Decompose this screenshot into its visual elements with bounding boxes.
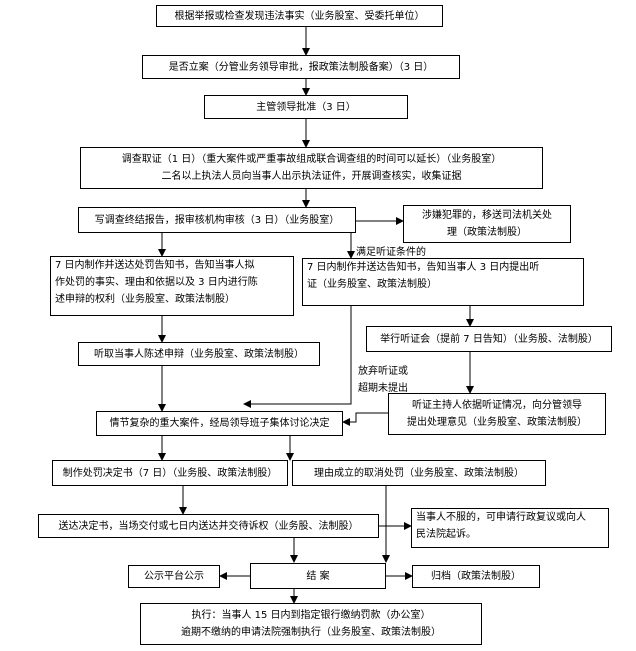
node-transfer-line2: 理（政策法制股）	[447, 227, 527, 238]
node-case-filing: 是否立案（分管业务领导审批，报政策法制股备案）（3 日）	[142, 55, 460, 79]
node-investigation-line1: 调查取证（1 日）（重大案件或严重事故组成联合调查组的时间可以延长）（业务股室）	[121, 154, 502, 165]
node-archive: 归档（政策法制股）	[412, 565, 540, 588]
node-appeal-line2: 民法院起诉。	[416, 529, 476, 540]
node-hearing-notice: 7 日内制作并送达告知书，告知当事人 3 日内提出听 证（业务股室、政策法制股）	[302, 258, 584, 306]
node-transfer-judicial: 涉嫌犯罪的，移送司法机关处 理（政策法制股）	[403, 205, 571, 243]
node-penalty-notice-line2: 作处罚的事实、理由和依据以及 3 日内进行陈	[55, 277, 258, 288]
node-penalty-notice: 7 日内制作并送达处罚告知书，告知当事人拟 作处罚的事实、理由和依据以及 3 日…	[50, 256, 294, 316]
node-deliver-decision: 送达决定书，当场交付或七日内送达并交待诉权（业务股、法制股）	[38, 514, 379, 538]
node-penalty-notice-line1: 7 日内制作并送达处罚告知书，告知当事人拟	[55, 260, 255, 271]
node-cancel-penalty: 理由成立的取消处罚（业务股室、政策法制股）	[292, 460, 546, 486]
arrow-waive	[243, 306, 352, 408]
node-hearing-notice-line1: 7 日内制作并送达告知书，告知当事人 3 日内提出听	[307, 262, 540, 273]
node-report: 根据举报或检查发现违法事实（业务股室、受委托单位）	[156, 5, 443, 27]
node-execution-line2: 逾期不缴纳的申请法院强制执行（业务股室、政策法制股）	[181, 627, 441, 638]
node-public-notice: 公示平台公示	[128, 565, 220, 588]
node-transfer-line1: 涉嫌犯罪的，移送司法机关处	[422, 210, 552, 221]
node-approval: 主管领导批准（3 日）	[204, 95, 408, 119]
node-hearing-opinion: 听证主持人依据听证情况，向分管领导 提出处理意见（业务股室、政策法制股）	[388, 393, 606, 435]
node-hearing-opinion-line2: 提出处理意见（业务股室、政策法制股）	[407, 417, 587, 428]
node-collective-decision: 情节复杂的重大案件，经局领导班子集体讨论决定	[96, 411, 343, 436]
node-investigation: 调查取证（1 日）（重大案件或严重事故组成联合调查组的时间可以延长）（业务股室）…	[80, 147, 543, 189]
node-report-review: 写调查终结报告，报审核机构审核（3 日）（业务股室）	[78, 207, 356, 233]
node-penalty-notice-line3: 述申辩的权利（业务股室、政策法制股）	[55, 294, 235, 305]
node-case-closed: 结 案	[250, 563, 386, 589]
label-waive-line1: 放弃听证或	[358, 366, 408, 377]
node-execution-line1: 执行：当事人 15 日内到指定银行缴纳罚款（办公室）	[191, 610, 431, 621]
label-waive-line2: 超期未提出	[358, 383, 408, 394]
node-appeal-line1: 当事人不服的，可申请行政复议或向人	[416, 512, 586, 523]
node-penalty-decision: 制作处罚决定书（7 日）（业务股、政策法制股）	[52, 460, 288, 486]
node-execution: 执行：当事人 15 日内到指定银行缴纳罚款（办公室） 逾期不缴纳的申请法院强制执…	[140, 603, 482, 645]
node-hold-hearing: 举行听证会（提前 7 日告知）（业务股、法制股）	[366, 326, 612, 352]
label-hearing-condition: 满足听证条件的	[356, 247, 426, 258]
node-investigation-line2: 二名以上执法人员向当事人出示执法证件，开展调查核实，收集证据	[161, 171, 462, 182]
node-appeal-rights: 当事人不服的，可申请行政复议或向人 民法院起诉。	[411, 508, 609, 548]
arrow-n11-n12	[342, 412, 388, 426]
node-hearing-opinion-line1: 听证主持人依据听证情况，向分管领导	[412, 400, 582, 411]
node-hear-statement: 听取当事人陈述申辩（业务股室、政策法制股）	[78, 342, 320, 366]
node-hearing-notice-line2: 证（业务股室、政策法制股）	[307, 279, 437, 290]
